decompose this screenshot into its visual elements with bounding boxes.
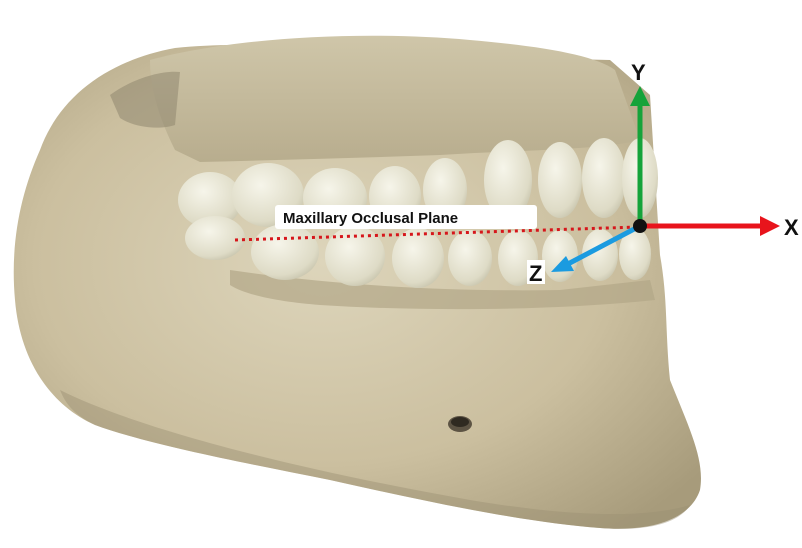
plane-label: Maxillary Occlusal Plane — [283, 210, 458, 227]
mental-foramen-inner — [451, 417, 469, 427]
skull-jaw-illustration — [14, 36, 701, 529]
y-axis-label: Y — [631, 60, 646, 85]
x-axis-label: X — [784, 215, 799, 240]
z-axis-label: Z — [529, 261, 542, 286]
x-axis-arrowhead — [760, 216, 780, 236]
maxilla — [150, 36, 640, 162]
coordinate-origin-dot — [633, 219, 647, 233]
